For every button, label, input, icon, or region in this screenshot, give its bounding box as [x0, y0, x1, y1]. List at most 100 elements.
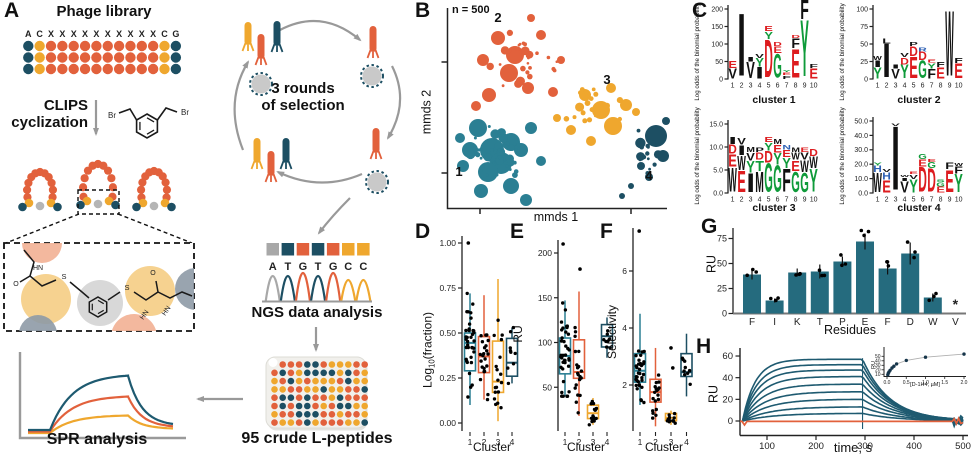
svg-text:Br: Br: [108, 111, 116, 120]
box-d-xlabel: Cluster: [472, 440, 512, 454]
svg-text:7: 7: [785, 83, 789, 90]
svg-text:X: X: [71, 29, 77, 39]
svg-text:W: W: [873, 168, 882, 199]
svg-text:7: 7: [930, 83, 934, 90]
svg-text:T: T: [315, 261, 322, 273]
svg-text:100: 100: [759, 441, 775, 452]
svg-text:E: E: [728, 60, 737, 71]
svg-text:W: W: [737, 153, 746, 175]
svg-text:4: 4: [622, 323, 627, 333]
svg-text:4: 4: [605, 437, 610, 447]
cluster-3-bubbles: [553, 83, 640, 146]
box-e-xlabel: Cluster: [566, 440, 606, 454]
svg-text:K: K: [794, 317, 801, 328]
svg-text:2: 2: [494, 10, 501, 25]
svg-text:4: 4: [903, 83, 907, 90]
svg-text:I: I: [882, 36, 891, 89]
svg-text:A: A: [25, 29, 32, 39]
svg-text:W: W: [928, 317, 938, 328]
svg-text:2: 2: [740, 197, 744, 204]
svg-text:150: 150: [538, 293, 552, 303]
svg-text:T: T: [284, 261, 291, 273]
svg-text:G: G: [927, 161, 936, 170]
svg-text:E: E: [918, 158, 927, 169]
svg-text:4: 4: [758, 83, 762, 90]
svg-text:E: E: [936, 186, 945, 195]
panel-g-label: G: [701, 215, 718, 238]
svg-text:6: 6: [776, 197, 780, 204]
logo2-title: cluster 2: [897, 94, 941, 106]
logo4-title: cluster 4: [897, 202, 941, 214]
svg-text:I: I: [737, 0, 746, 95]
svg-text:F: F: [927, 66, 936, 82]
svg-text:9: 9: [948, 83, 952, 90]
svg-text:X: X: [48, 29, 54, 39]
svg-text:F: F: [782, 75, 791, 80]
svg-text:1: 1: [731, 83, 735, 90]
svg-text:E: E: [773, 143, 782, 156]
cluster-1-bubbles: [455, 119, 546, 206]
phage-library-title: Phage library: [56, 3, 152, 20]
svg-text:40.0: 40.0: [854, 133, 868, 140]
svg-text:I: I: [891, 108, 900, 209]
logo2-ylabel: Log odds of the binomial probability: [838, 3, 846, 101]
svg-text:8: 8: [939, 197, 943, 204]
svg-text:40: 40: [722, 373, 733, 384]
svg-text:E: E: [954, 60, 963, 83]
svg-text:60: 60: [722, 351, 733, 362]
panel-c-label: C: [692, 0, 708, 22]
svg-text:5: 5: [912, 197, 916, 204]
panel-f-label: F: [600, 220, 613, 243]
svg-text:E: E: [764, 135, 773, 144]
svg-text:D: D: [918, 159, 927, 200]
svg-text:5.0: 5.0: [713, 167, 723, 174]
svg-text:X: X: [127, 29, 133, 39]
svg-text:M: M: [773, 137, 782, 146]
svg-text:V: V: [800, 152, 809, 163]
svg-text:F: F: [782, 163, 791, 200]
svg-text:V: V: [900, 52, 909, 58]
panel-h-label: H: [696, 335, 712, 358]
svg-text:H: H: [873, 165, 882, 175]
plate-label: 95 crude L-peptides: [241, 430, 393, 447]
svg-text:Y: Y: [873, 161, 883, 167]
svg-text:V: V: [909, 174, 918, 180]
svg-text:7: 7: [930, 197, 934, 204]
svg-text:Y: Y: [764, 141, 773, 154]
svg-text:*: *: [953, 296, 959, 312]
svg-text:X: X: [105, 29, 111, 39]
svg-text:C: C: [36, 29, 43, 39]
svg-text:10: 10: [810, 83, 818, 90]
svg-text:Y: Y: [900, 62, 909, 83]
svg-text:2: 2: [885, 197, 889, 204]
svg-text:100: 100: [856, 6, 868, 13]
svg-text:9: 9: [948, 197, 952, 204]
svg-text:25: 25: [717, 284, 727, 294]
svg-text:G: G: [172, 29, 179, 39]
svg-text:50: 50: [543, 382, 553, 392]
svg-text:W: W: [809, 154, 818, 172]
svg-text:1: 1: [455, 164, 462, 179]
svg-text:E: E: [737, 165, 746, 199]
svg-text:15.0: 15.0: [709, 121, 723, 128]
svg-text:F: F: [809, 63, 818, 69]
panel-e-label: E: [510, 220, 525, 243]
svg-text:0.0: 0.0: [884, 380, 891, 386]
panel-d-label: D: [415, 220, 431, 243]
svg-text:20.0: 20.0: [854, 162, 868, 169]
svg-text:3: 3: [669, 437, 674, 447]
box-d-ylabel-post: (fraction): [420, 311, 435, 360]
svg-text:Y: Y: [909, 176, 918, 197]
logo3-title: cluster 3: [752, 202, 796, 214]
svg-text:50: 50: [715, 59, 723, 66]
svg-text:W: W: [728, 162, 737, 200]
svg-text:X: X: [150, 29, 156, 39]
